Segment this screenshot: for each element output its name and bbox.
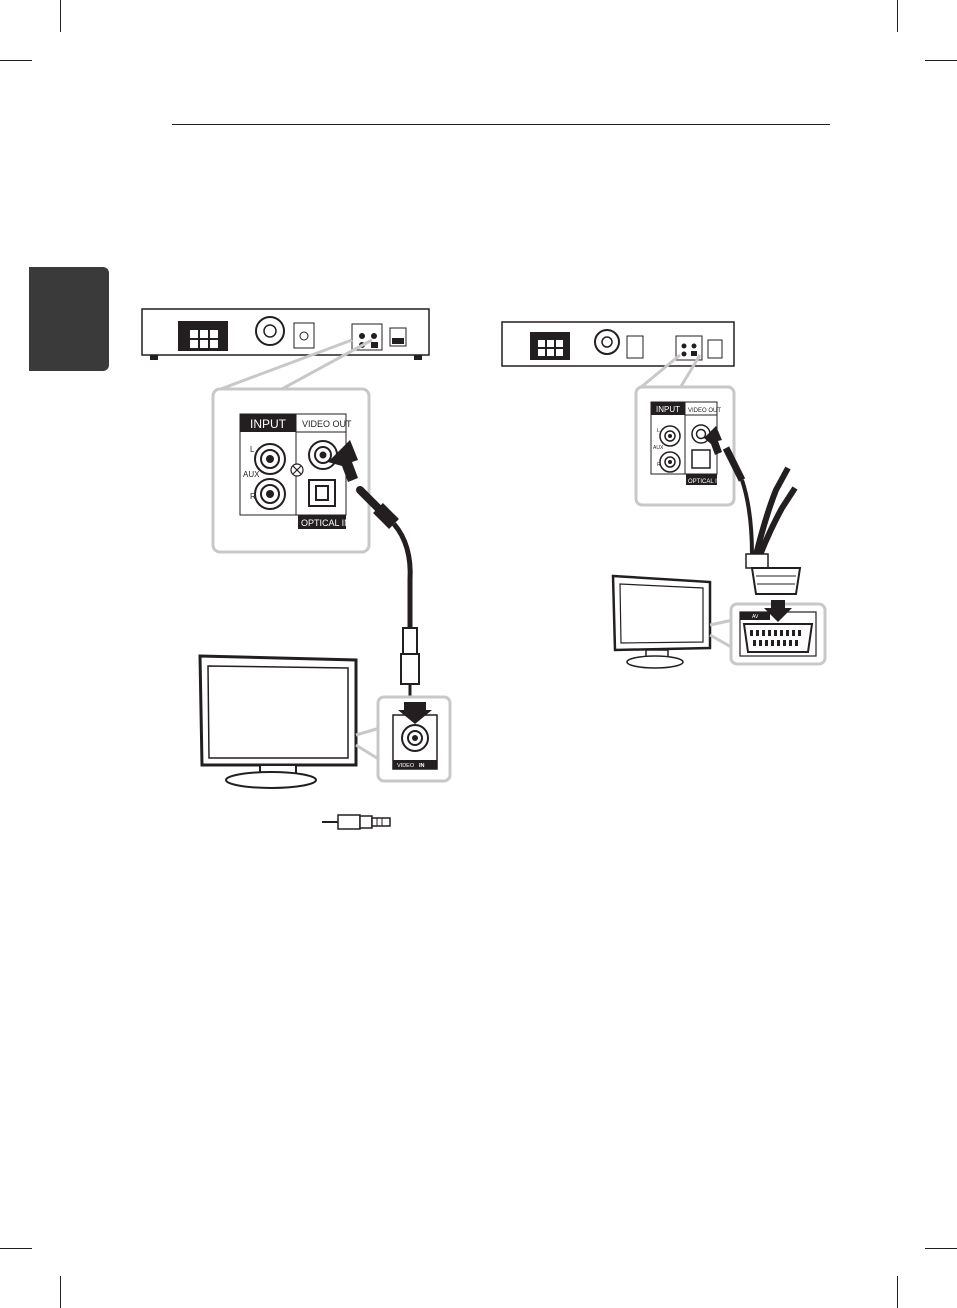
zoom-panel (636, 387, 734, 505)
unit-rear-panel (502, 322, 734, 366)
panel-video-out-label: VIDEO OUT (688, 408, 721, 414)
jack-l-label: L (657, 428, 660, 434)
scart-cable (726, 448, 800, 594)
scart-av-label: AV (752, 614, 759, 620)
panel-optical-in-label: OPTICAL IN (688, 479, 721, 485)
jack-r-label: R (657, 462, 661, 468)
panel-input-label: INPUT (656, 405, 680, 414)
jack-aux-label: AUX (653, 445, 664, 451)
